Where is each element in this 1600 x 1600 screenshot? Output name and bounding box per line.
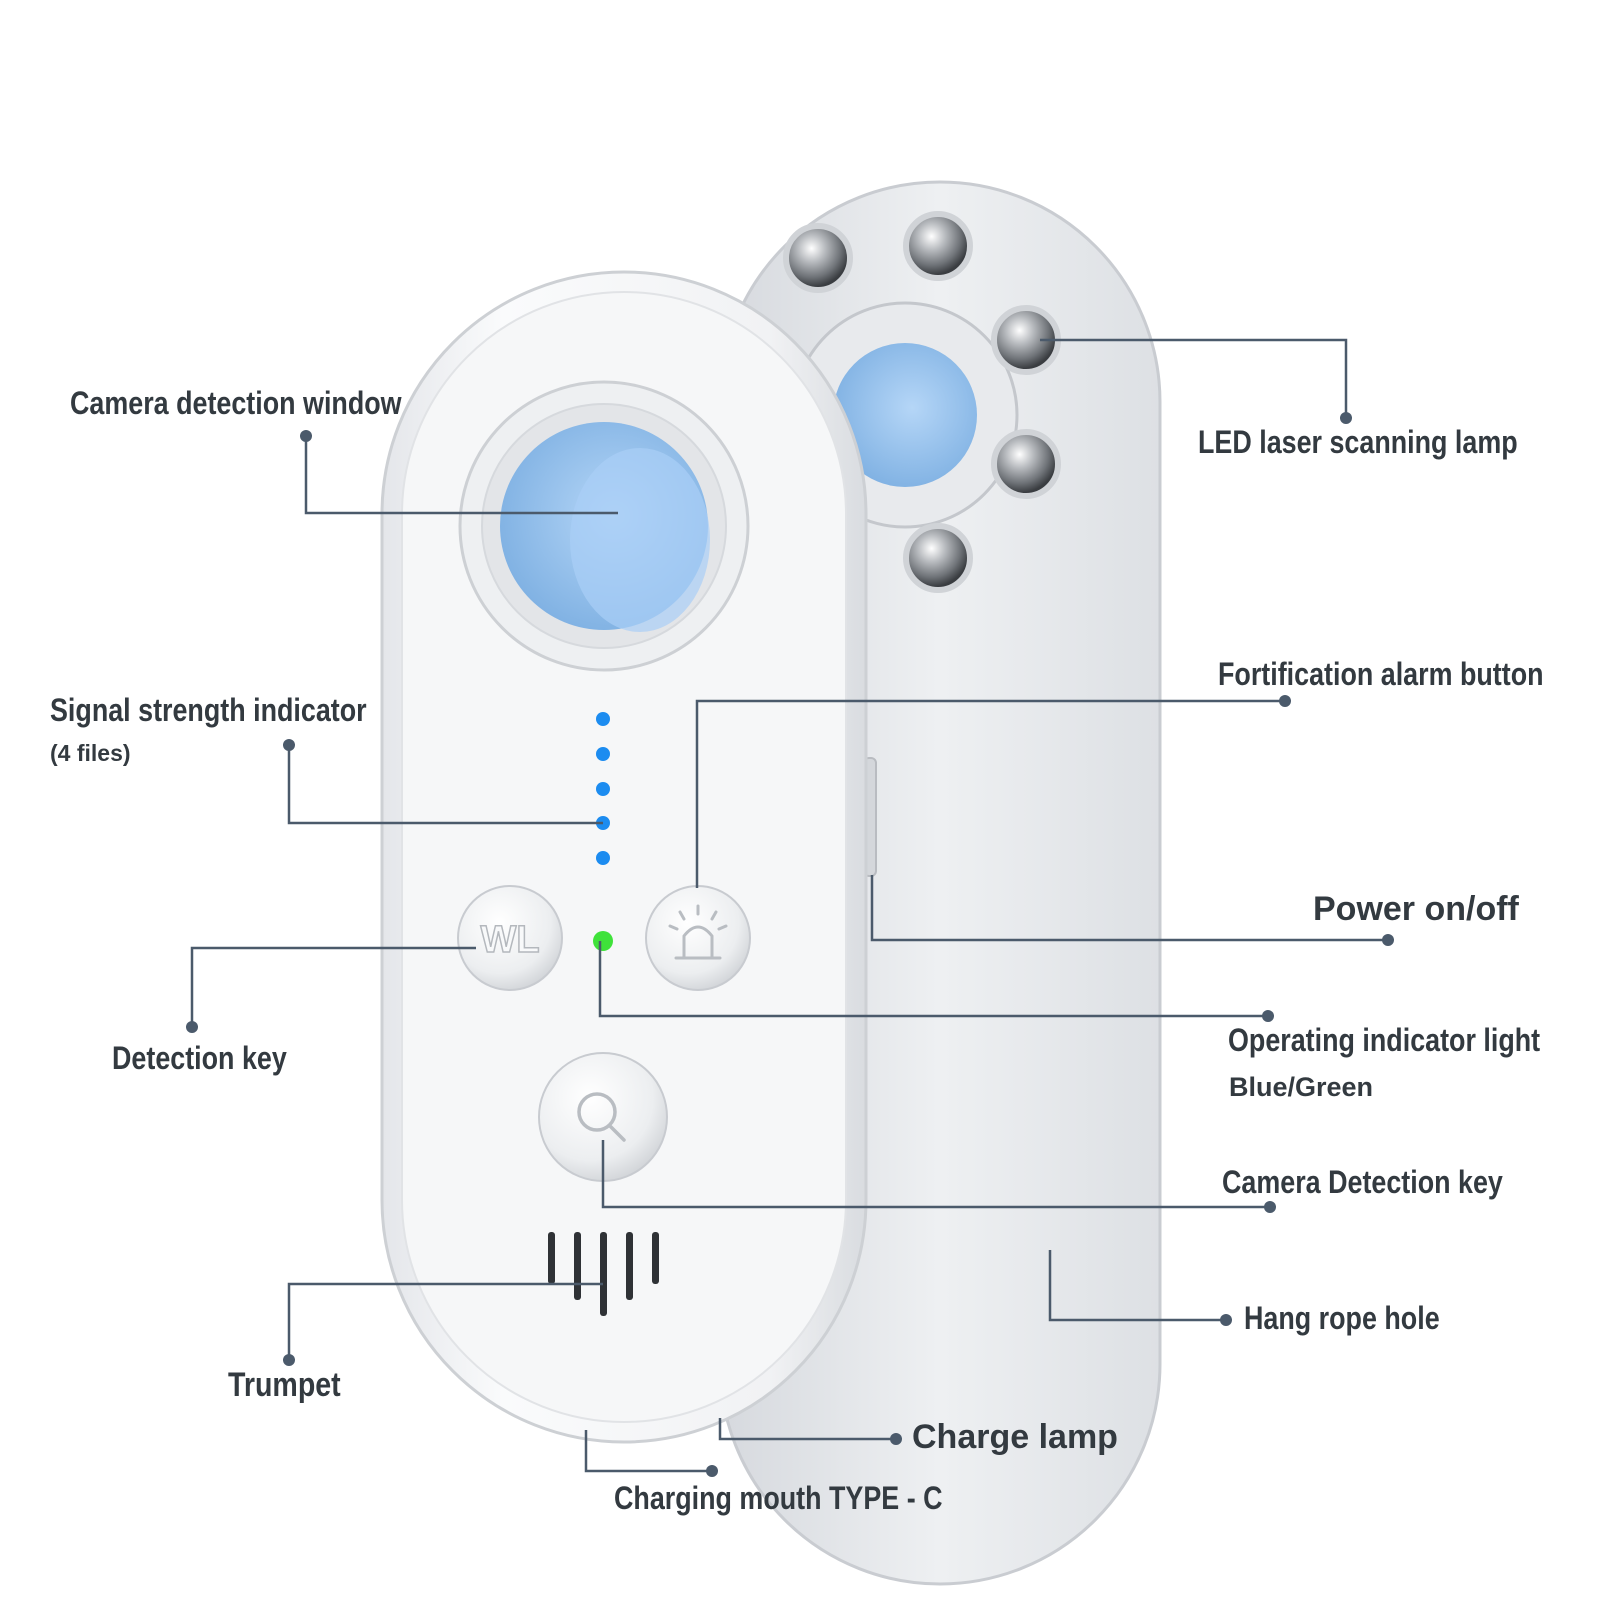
- led-laser-lamps: [783, 211, 1061, 593]
- label-detection-key: Detection key: [112, 1040, 287, 1076]
- label-led-laser-scanning-lamp: LED laser scanning lamp: [1198, 424, 1518, 460]
- signal-led-3: [596, 782, 610, 796]
- leader-led-lamp: [1040, 338, 1348, 418]
- operating-indicator-light: [593, 931, 613, 951]
- leader-power: [870, 875, 1388, 942]
- label-signal-strength-indicator: Signal strength indicator: [50, 692, 367, 728]
- signal-led-1: [596, 712, 610, 726]
- label-charge-lamp: Charge lamp: [912, 1418, 1118, 1456]
- label-trumpet: Trumpet: [228, 1366, 341, 1404]
- leader-dots: [186, 412, 1394, 1477]
- leader-charge-lamp: [718, 1418, 896, 1441]
- label-charging-mouth: Charging mouth TYPE - C: [614, 1480, 943, 1516]
- magnifier-icon: [577, 1092, 626, 1142]
- label-hang-rope-hole: Hang rope hole: [1244, 1300, 1440, 1336]
- camera-window-reflection: [570, 448, 710, 632]
- label-power-on-off: Power on/off: [1313, 890, 1519, 928]
- label-fortification-alarm-button: Fortification alarm button: [1218, 656, 1544, 692]
- wl-button-label: WL: [480, 919, 539, 961]
- led-lamp-2: [903, 211, 973, 281]
- leader-lines: [190, 338, 1388, 1473]
- front-unit: WL: [380, 270, 868, 1444]
- leader-hang-rope: [1048, 1250, 1226, 1322]
- leader-trumpet: [287, 1282, 603, 1360]
- siren-icon: [668, 904, 728, 960]
- leader-operating-light: [598, 941, 1268, 1018]
- label-camera-detection-window: Camera detection window: [70, 385, 402, 421]
- leader-detection-key: [190, 946, 476, 1027]
- detection-key-button[interactable]: WL: [457, 885, 563, 991]
- led-lamp-1: [783, 223, 853, 293]
- leader-camera-detection-key: [601, 1140, 1270, 1209]
- leader-camera-window: [304, 436, 618, 515]
- back-lens-glass: [833, 343, 977, 487]
- leader-signal: [287, 745, 603, 825]
- signal-led-2: [596, 747, 610, 761]
- led-lamp-5: [903, 523, 973, 593]
- label-operating-indicator-light: Operating indicator light: [1228, 1022, 1541, 1058]
- fortification-alarm-button[interactable]: [645, 885, 751, 991]
- leader-charging-mouth: [584, 1430, 712, 1473]
- label-camera-detection-key: Camera Detection key: [1222, 1164, 1503, 1200]
- label-signal-strength-sub: (4 files): [50, 740, 131, 766]
- leader-alarm: [695, 699, 1285, 888]
- led-lamp-4: [991, 429, 1061, 499]
- label-operating-indicator-sub: Blue/Green: [1229, 1072, 1374, 1102]
- signal-led-5: [596, 851, 610, 865]
